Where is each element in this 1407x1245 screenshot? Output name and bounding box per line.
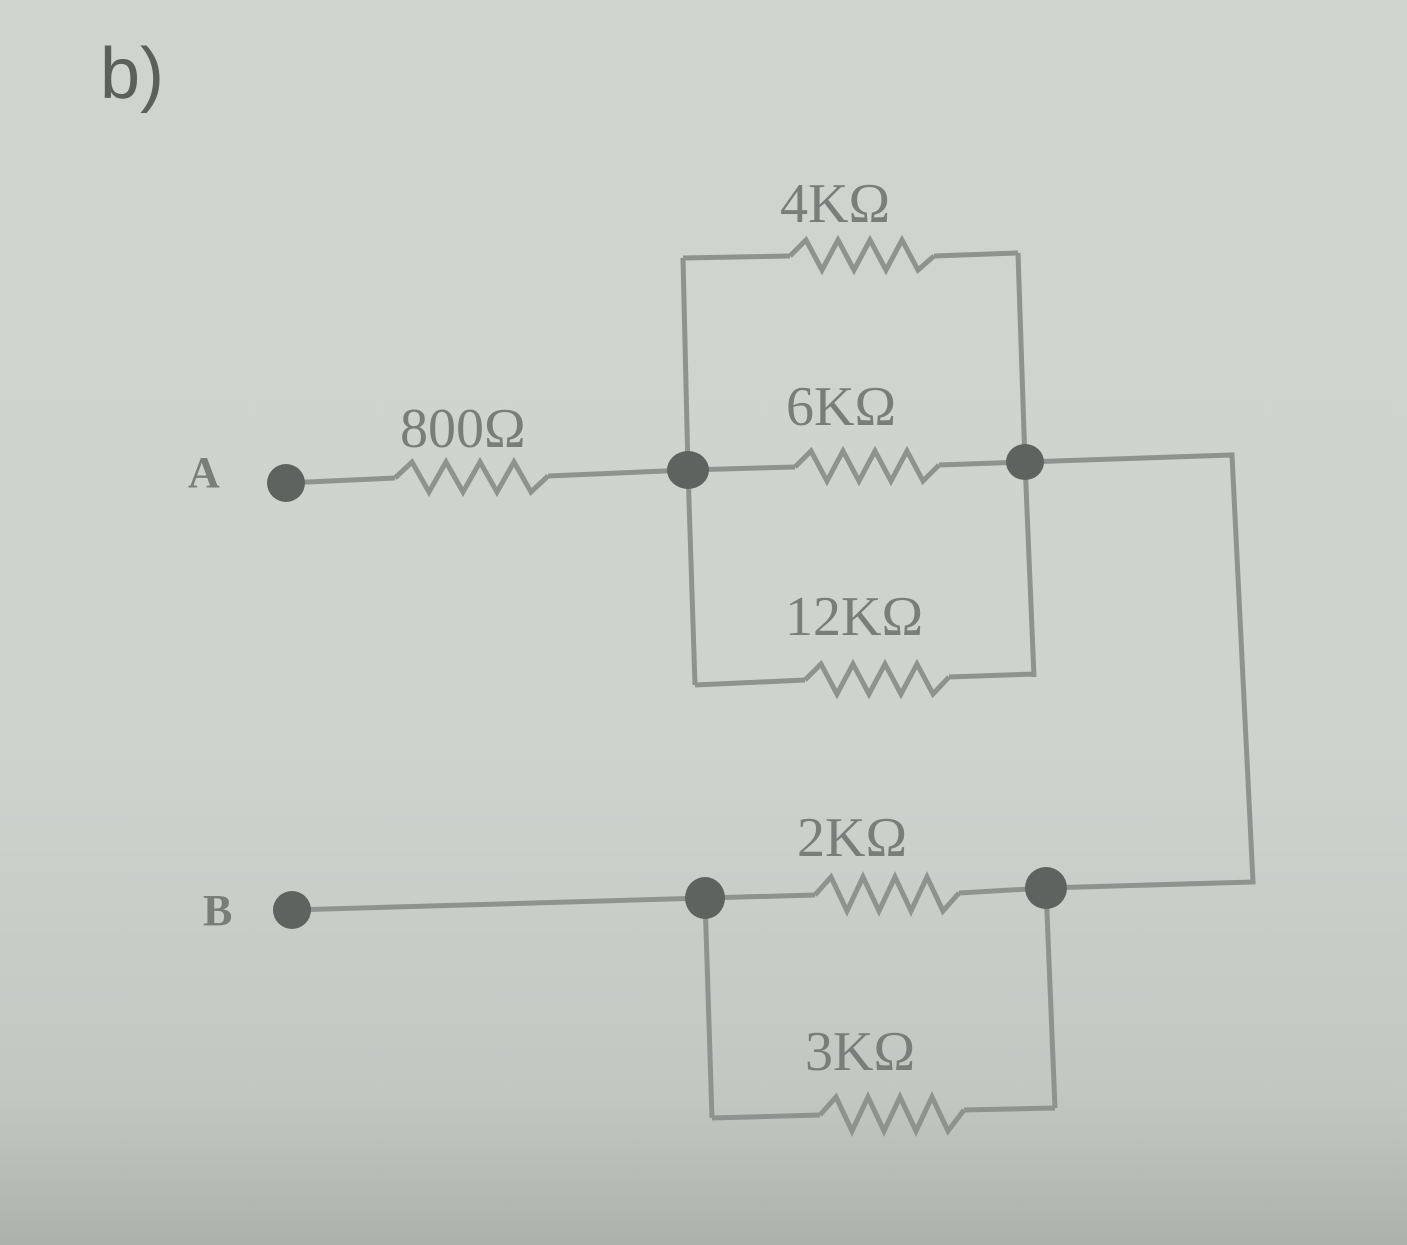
resistor-12k-ohm-label: 12KΩ <box>785 586 923 648</box>
terminal-a-label: A <box>188 448 220 497</box>
part-label: b) <box>100 34 165 114</box>
resistor-12k-ohm <box>694 658 1035 700</box>
upper-right-node <box>1006 444 1044 480</box>
lower-right-node <box>1025 867 1067 909</box>
resistor-6k-ohm-label: 6KΩ <box>786 376 896 438</box>
terminal-b-wire <box>291 895 706 913</box>
resistor-2k-ohm <box>704 871 1047 917</box>
terminal-b-label: B <box>203 886 232 935</box>
resistor-3k-ohm-label: 3KΩ <box>805 1021 915 1083</box>
resistor-800-ohm <box>285 456 689 498</box>
resistor-6k-ohm <box>687 445 1026 487</box>
return-wire <box>1024 452 1256 891</box>
terminal-b-dot <box>273 891 311 929</box>
lower-left-node <box>685 877 725 919</box>
upper-left-node <box>667 451 709 489</box>
resistor-2k-ohm-label: 2KΩ <box>797 807 907 869</box>
resistor-4k-ohm <box>682 234 1019 276</box>
lower-left-bus <box>702 897 715 1119</box>
terminal-a-dot <box>267 464 305 502</box>
resistor-800-ohm-label: 800Ω <box>400 398 526 460</box>
resistor-4k-ohm-label: 4KΩ <box>780 173 890 235</box>
lower-right-bus <box>1043 887 1058 1109</box>
resistor-3k-ohm <box>711 1091 1056 1137</box>
